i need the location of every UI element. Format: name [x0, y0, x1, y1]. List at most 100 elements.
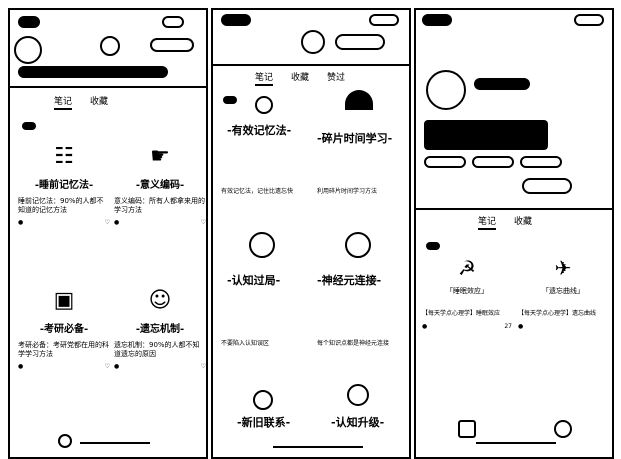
head-gear-icon — [249, 232, 275, 258]
link-icon — [253, 390, 273, 410]
profile-header — [10, 10, 206, 88]
profile-panel-3: 笔记 收藏 ☭ 「睡眠效应」 【每天学点心理学】睡眠效应 ● 27 ✈ 「遗忘曲线… — [414, 8, 614, 459]
back-icon[interactable] — [18, 16, 40, 28]
tab-notes[interactable]: 笔记 — [54, 94, 73, 110]
pinned-tag — [22, 122, 36, 130]
note-card[interactable]: ☛ -意义编码- 意义编码：所有人都拿来用的学习方法 ●♡ — [114, 136, 206, 227]
profile-panel-1: 笔记 收藏 ☷ -睡前记忆法- 睡前记忆法：90%的人都不知道的记忆方法 ●♡ … — [8, 8, 208, 459]
menu-icon[interactable] — [369, 14, 399, 26]
note-card[interactable]: ☭ 「睡眠效应」 【每天学点心理学】睡眠效应 ● 27 — [422, 250, 512, 330]
upgrade-icon — [347, 384, 369, 406]
stat-follows[interactable] — [424, 156, 466, 168]
profile-tabs: 笔记 收藏 赞过 — [213, 70, 409, 86]
curve-icon: ✈ — [554, 256, 572, 280]
note-title: -新旧联系- — [237, 416, 291, 429]
tab-favorites[interactable]: 收藏 — [90, 97, 109, 107]
brain-icon — [255, 96, 273, 114]
author-avatar-icon: ● — [114, 219, 120, 226]
note-title: -遗忘机制- — [135, 324, 185, 335]
note-desc: 有效记忆法，记住比遗忘快 — [221, 188, 294, 195]
stat-fans[interactable] — [472, 156, 514, 168]
like-icon[interactable]: ♡ — [104, 219, 110, 226]
book-icon — [345, 90, 373, 110]
note-title: -碎片时间学习- — [317, 132, 393, 145]
note-meta: ● 27 — [422, 323, 512, 330]
tab-liked[interactable]: 赞过 — [327, 73, 346, 83]
tab-favorites[interactable]: 收藏 — [291, 73, 310, 83]
like-count[interactable]: 27 — [504, 323, 512, 330]
profile-tabs: 笔记 收藏 — [10, 94, 206, 110]
author-avatar-icon: ● — [518, 323, 524, 330]
note-desc: 遗忘机制：90%的人都不知道遗忘的原因 — [114, 341, 200, 358]
back-icon[interactable] — [422, 14, 452, 26]
like-icon[interactable]: ♡ — [200, 363, 206, 370]
edit-profile-button[interactable] — [522, 178, 572, 194]
like-icon[interactable]: ♡ — [200, 219, 206, 226]
back-icon[interactable] — [221, 14, 251, 26]
note-card[interactable]: ☺ -遗忘机制- 遗忘机制：90%的人都不知道遗忘的原因 ●♡ — [114, 280, 206, 371]
note-desc: 每个知识点都是神经元连接 — [317, 340, 390, 347]
note-meta: ●♡ — [18, 219, 110, 226]
menu-icon[interactable] — [162, 16, 184, 28]
sleep-icon: ☭ — [458, 256, 476, 280]
author-avatar-icon: ● — [114, 363, 120, 370]
next-card-icon — [58, 434, 72, 448]
note-title: -意义编码- — [135, 180, 185, 191]
note-quote: 「睡眠效应」 — [446, 287, 488, 295]
avatar[interactable] — [14, 36, 42, 64]
home-indicator — [273, 446, 363, 448]
note-meta: ●♡ — [114, 363, 206, 370]
note-desc: 考研必备：考研党都在用的科学学习方法 — [18, 341, 109, 358]
profile-header — [213, 10, 409, 66]
profile-bio — [424, 120, 548, 150]
brain-icon: ☷ — [54, 143, 74, 169]
note-quote: 「遗忘曲线」 — [542, 287, 584, 295]
home-indicator — [80, 442, 150, 444]
note-desc: 意义编码：所有人都拿来用的学习方法 — [114, 197, 205, 214]
note-title: -神经元连接- — [317, 274, 382, 287]
profile-header — [416, 10, 612, 210]
note-title: -认知过局- — [227, 274, 281, 287]
like-icon[interactable]: ♡ — [104, 363, 110, 370]
note-desc: 利用碎片时间学习方法 — [317, 188, 378, 195]
next-card-icon — [554, 420, 572, 438]
note-title: -考研必备- — [39, 324, 89, 335]
tab-notes[interactable]: 笔记 — [478, 214, 497, 230]
pinned-tag — [223, 96, 237, 104]
avatar[interactable] — [301, 30, 325, 54]
profile-bio — [18, 66, 168, 78]
note-title: -有效记忆法- — [227, 124, 292, 137]
note-card[interactable]: ✈ 「遗忘曲线」 【每天学点心理学】遗忘曲线 ● — [518, 250, 608, 330]
note-title: -睡前记忆法- — [34, 180, 94, 191]
note-meta: ●♡ — [114, 219, 206, 226]
avatar-badge-icon — [100, 36, 120, 56]
home-indicator — [476, 442, 556, 444]
note-card[interactable]: ☷ -睡前记忆法- 睡前记忆法：90%的人都不知道的记忆方法 ●♡ — [18, 136, 110, 227]
profile-panel-2: 笔记 收藏 赞过 -有效记忆法- 有效记忆法，记住比遗忘快 -碎片时间学习- 利… — [211, 8, 411, 459]
head-icon: ☺ — [148, 287, 172, 313]
follow-button[interactable] — [150, 38, 194, 52]
avatar[interactable] — [426, 70, 466, 110]
author-avatar-icon: ● — [422, 323, 428, 330]
tab-favorites[interactable]: 收藏 — [514, 217, 533, 227]
follow-button[interactable] — [335, 34, 385, 50]
profile-tabs: 笔记 收藏 — [416, 214, 612, 230]
tab-notes[interactable]: 笔记 — [255, 70, 274, 86]
note-meta: ●♡ — [18, 363, 110, 370]
note-desc: 不要陷入认知误区 — [221, 340, 270, 347]
head-bulb-icon — [345, 232, 371, 258]
next-card-icon — [458, 420, 476, 438]
menu-icon[interactable] — [574, 14, 604, 26]
note-desc: 睡前记忆法：90%的人都不知道的记忆方法 — [18, 197, 104, 214]
note-desc: 【每天学点心理学】睡眠效应 — [422, 310, 501, 317]
note-card[interactable]: ▣ -考研必备- 考研必备：考研党都在用的科学学习方法 ●♡ — [18, 280, 110, 371]
note-meta: ● — [518, 323, 608, 330]
note-title: -认知升级- — [331, 416, 385, 429]
book-icon: ☛ — [150, 143, 170, 169]
author-avatar-icon: ● — [18, 363, 24, 370]
calendar-icon: ▣ — [53, 287, 75, 313]
username — [474, 78, 530, 90]
stat-likes[interactable] — [520, 156, 562, 168]
note-desc: 【每天学点心理学】遗忘曲线 — [518, 310, 597, 317]
pinned-tag — [426, 242, 440, 250]
